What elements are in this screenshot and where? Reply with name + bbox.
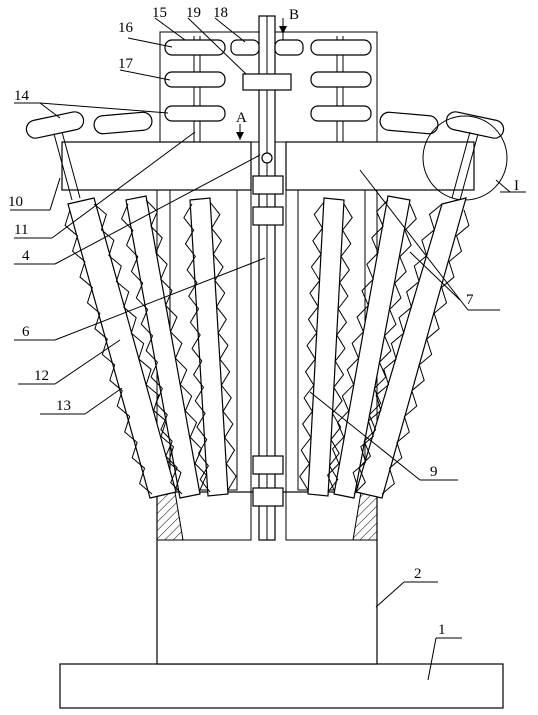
label-10: 10 xyxy=(8,194,23,210)
label-15: 15 xyxy=(152,5,167,21)
shaft-pin xyxy=(261,152,273,164)
shaft-collar-4 xyxy=(252,487,284,507)
rod-teeth xyxy=(64,199,470,495)
shaft-collar-1 xyxy=(252,175,284,195)
rod-teeth-row xyxy=(121,203,183,495)
section-arrows xyxy=(236,22,287,140)
right-outer-rod xyxy=(355,197,467,499)
label-7: 7 xyxy=(466,292,474,308)
label-11: 11 xyxy=(14,222,28,238)
leader-lines xyxy=(10,17,526,681)
rod-teeth-row xyxy=(327,203,353,493)
rod-teeth-row xyxy=(353,203,417,495)
top-center-gears xyxy=(230,39,304,56)
left-gear-stack xyxy=(164,36,226,142)
rod-teeth-row xyxy=(327,199,389,491)
label-19: 19 xyxy=(186,5,201,21)
rod-teeth-row xyxy=(299,201,325,491)
left-inner-rod xyxy=(189,197,229,497)
right-middle-rod xyxy=(333,195,411,499)
label-13: 13 xyxy=(56,398,71,414)
shaft-collar-2 xyxy=(252,206,284,226)
rod-teeth-row xyxy=(381,209,470,495)
right-gear-stack xyxy=(310,36,372,142)
base-plate xyxy=(59,663,504,709)
label-2: 2 xyxy=(414,566,422,582)
label-1: 1 xyxy=(438,622,446,638)
right-chamber xyxy=(285,141,475,191)
label-16: 16 xyxy=(118,20,134,36)
left-middle-rod xyxy=(125,195,201,499)
label-6: 6 xyxy=(22,324,30,340)
label-14: 14 xyxy=(14,88,30,104)
label-a: A xyxy=(236,110,247,126)
label-i: I xyxy=(514,178,519,194)
right-inner-rod xyxy=(307,197,345,497)
label-b: B xyxy=(289,7,299,23)
shaft-gear-box xyxy=(242,73,292,91)
rod-teeth-row xyxy=(209,201,237,491)
shaft-collar-3 xyxy=(252,455,284,475)
rod-teeth-row xyxy=(145,199,207,491)
rod-teeth-row xyxy=(183,203,211,493)
label-9: 9 xyxy=(430,464,438,480)
rod-teeth-row xyxy=(93,203,182,489)
rod-teeth-row xyxy=(64,209,153,495)
left-outer-rod xyxy=(67,197,177,499)
label-12: 12 xyxy=(34,368,49,384)
label-4: 4 xyxy=(22,248,30,264)
left-chamber xyxy=(61,141,252,191)
label-17: 17 xyxy=(118,56,134,72)
label-18: 18 xyxy=(213,5,228,21)
